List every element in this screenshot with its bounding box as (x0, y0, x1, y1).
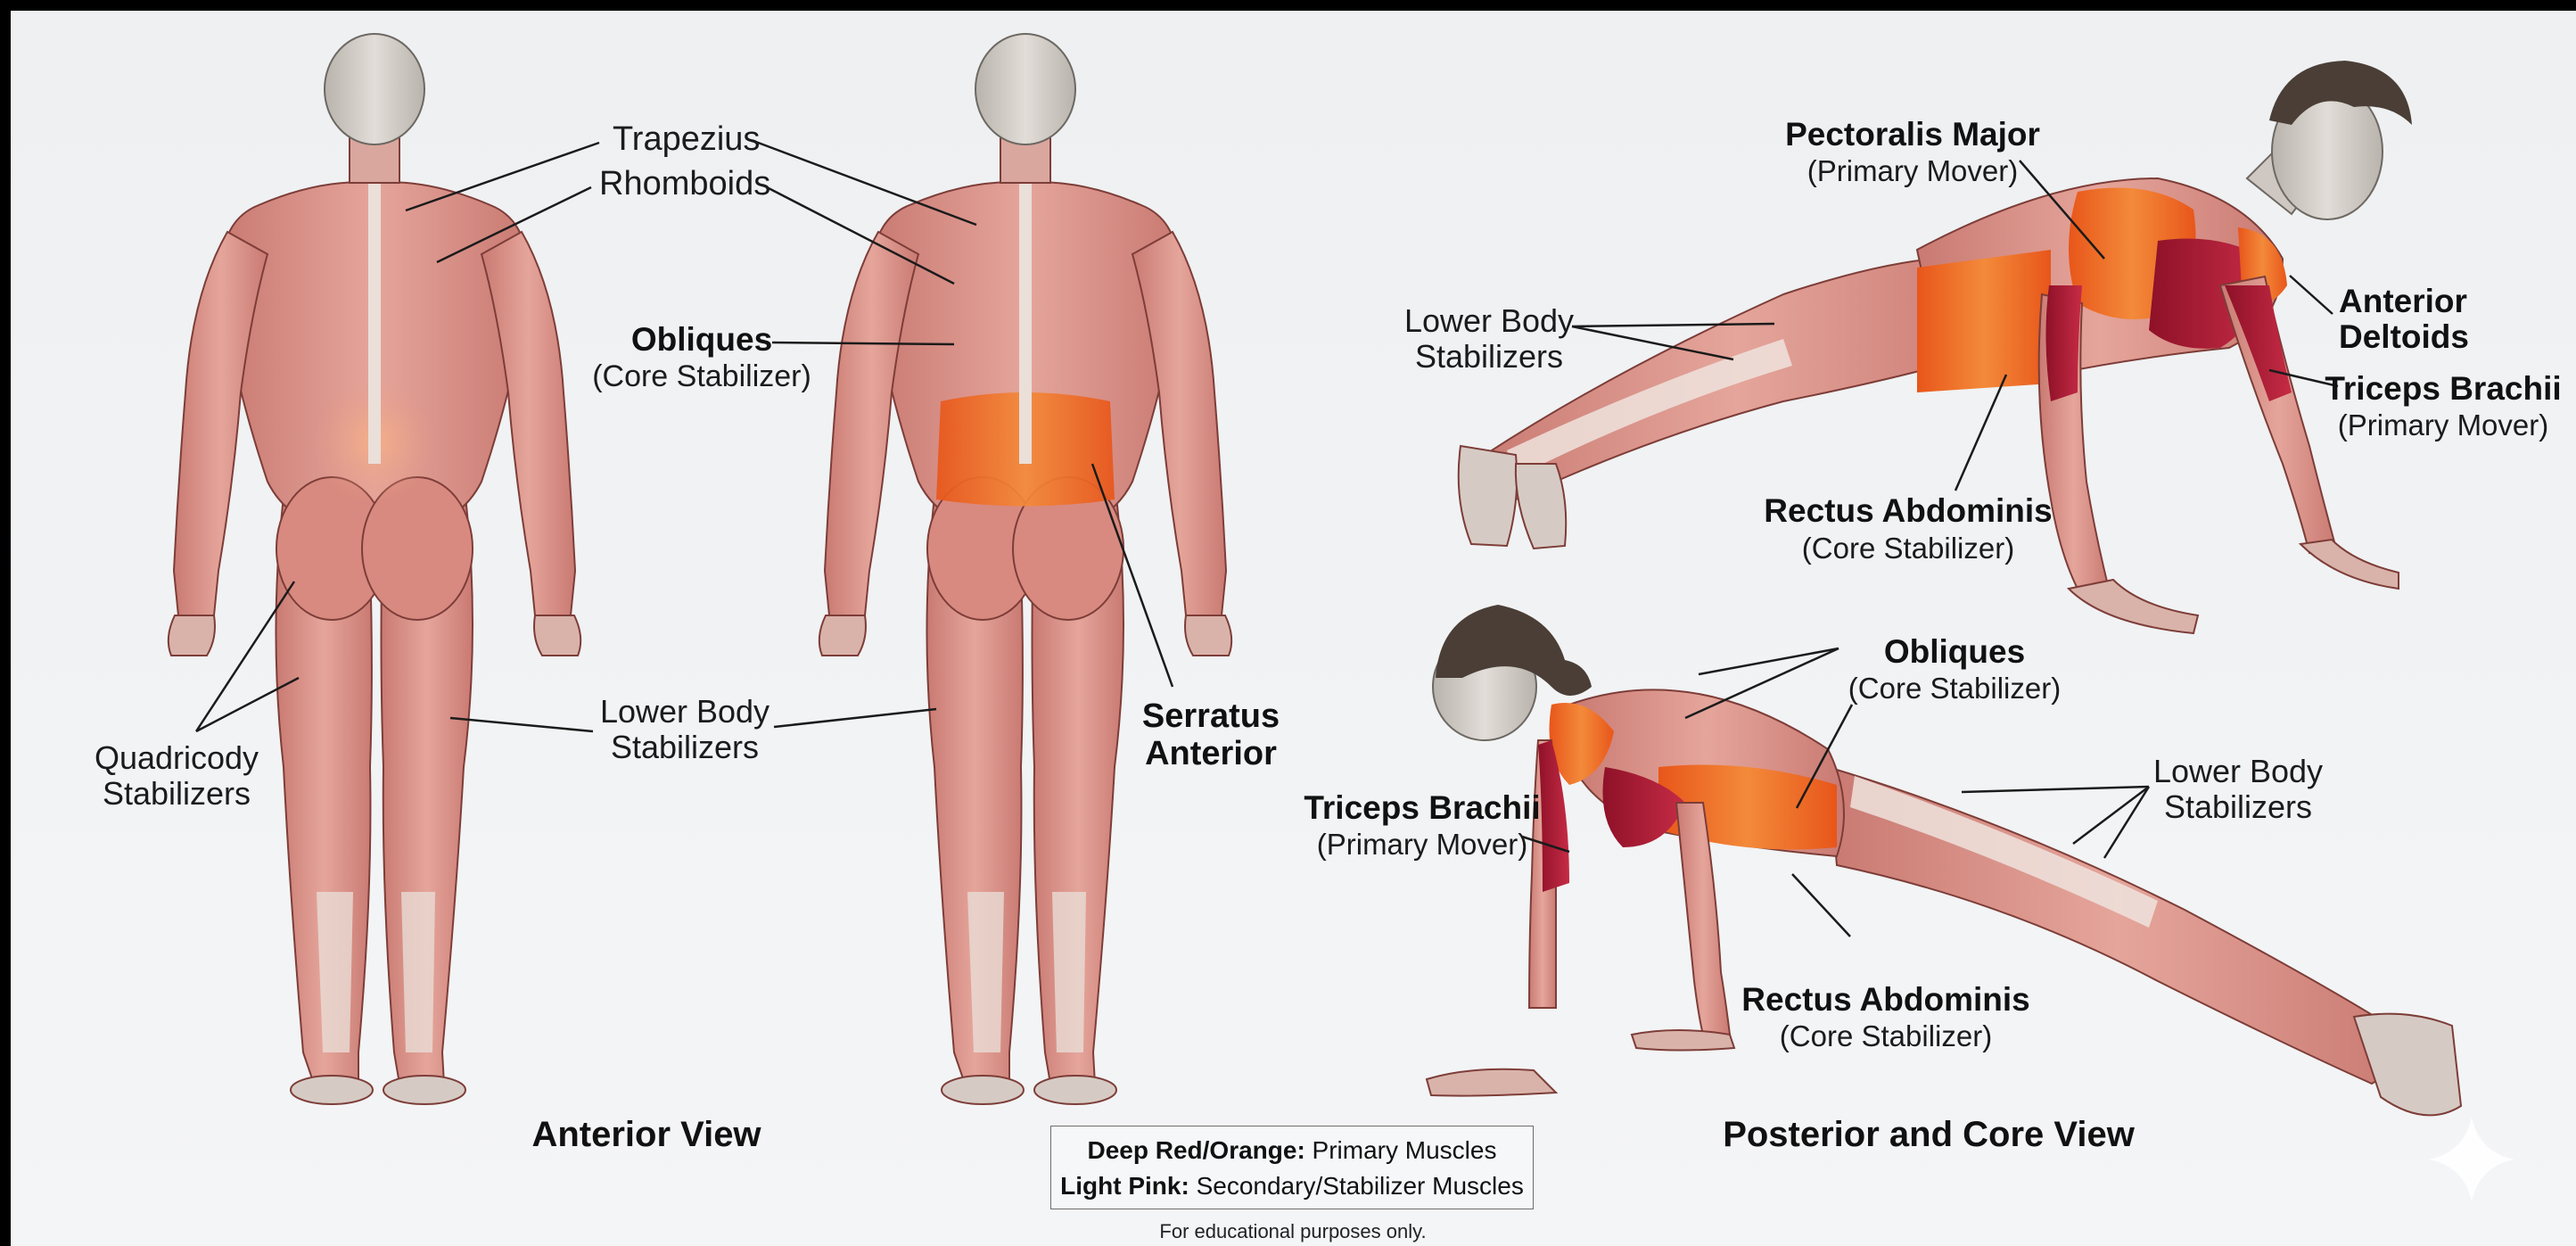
label-lower-body-1: Lower Body (600, 693, 770, 730)
legend-primary-key: Deep Red/Orange: (1088, 1136, 1305, 1164)
label-rectus-top: Rectus Abdominis (1764, 492, 2052, 529)
label-rectus-top-sub: (Core Stabilizer) (1802, 532, 2014, 565)
label-quadricody-1: Quadricody (95, 739, 259, 776)
label-lower-body-bottom-1: Lower Body (2153, 753, 2323, 789)
label-triceps-top-sub: (Primary Mover) (2338, 408, 2549, 441)
label-obliques-bottom-sub: (Core Stabilizer) (1848, 672, 2061, 705)
label-pectoralis-sub: (Primary Mover) (1807, 154, 2019, 187)
label-quadricody-2: Stabilizers (103, 775, 251, 812)
sparkle-icon (2429, 1117, 2514, 1202)
label-obliques-sub: (Core Stabilizer) (592, 359, 811, 393)
label-lower-body-2: Stabilizers (611, 729, 759, 765)
back-view-figure-right (819, 34, 1231, 1104)
label-obliques: Obliques (631, 321, 772, 358)
label-deltoids-1: Anterior (2339, 283, 2467, 319)
label-triceps-top: Triceps Brachii (2325, 370, 2561, 407)
legend-primary: Deep Red/Orange: Primary Muscles (1051, 1133, 1533, 1168)
label-obliques-bottom: Obliques (1884, 633, 2025, 670)
label-lower-body-top-2: Stabilizers (1415, 338, 1563, 375)
footer-note: For educational purposes only. (1052, 1220, 1534, 1243)
label-pectoralis: Pectoralis Major (1785, 116, 2040, 153)
label-serratus-1: Serratus (1142, 697, 1280, 735)
label-trapezius: Trapezius (613, 120, 760, 158)
label-rhomboids: Rhomboids (599, 165, 770, 202)
label-lower-body-top-1: Lower Body (1404, 302, 1574, 339)
label-triceps-bottom: Triceps Brachii (1304, 789, 1540, 826)
back-view-figure-left (169, 34, 580, 1104)
label-rectus-bottom: Rectus Abdominis (1741, 981, 2029, 1018)
label-triceps-bottom-sub: (Primary Mover) (1317, 828, 1528, 861)
legend: Deep Red/Orange: Primary Muscles Light P… (1050, 1126, 1534, 1209)
label-lower-body-bottom-2: Stabilizers (2164, 788, 2312, 825)
label-deltoids-2: Deltoids (2339, 318, 2469, 355)
caption-anterior-view: Anterior View (531, 1115, 761, 1154)
legend-primary-value: Primary Muscles (1305, 1136, 1497, 1164)
caption-posterior-core-view: Posterior and Core View (1723, 1115, 2136, 1154)
legend-secondary-value: Secondary/Stabilizer Muscles (1189, 1172, 1524, 1200)
legend-secondary-key: Light Pink: (1060, 1172, 1189, 1200)
legend-secondary: Light Pink: Secondary/Stabilizer Muscles (1051, 1168, 1533, 1204)
label-rectus-bottom-sub: (Core Stabilizer) (1780, 1019, 1992, 1052)
label-serratus-2: Anterior (1145, 735, 1277, 772)
